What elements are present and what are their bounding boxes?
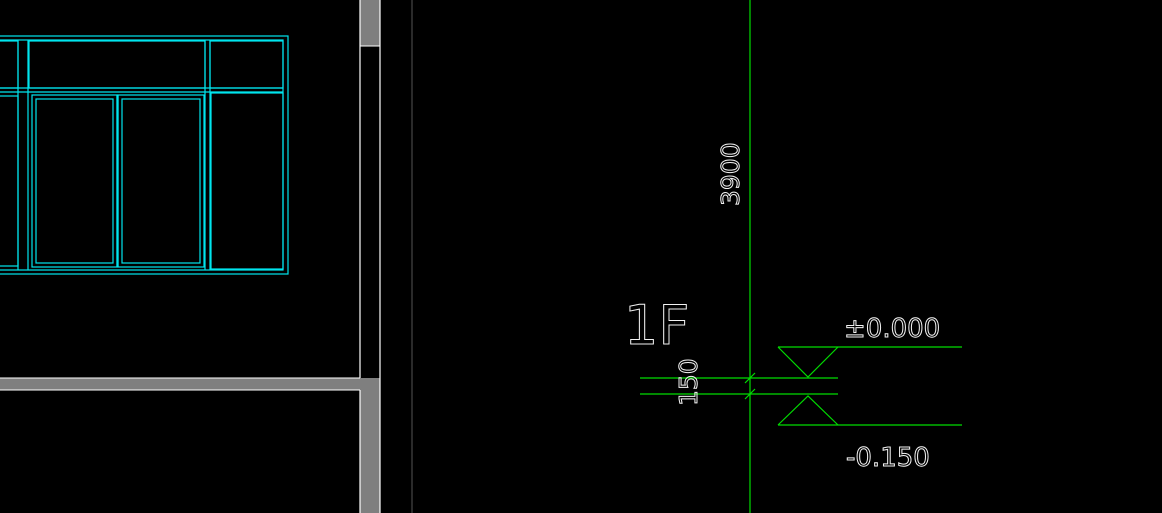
vertical-dimension-text[interactable]: 3900 bbox=[716, 142, 746, 207]
wall-section[interactable] bbox=[0, 0, 381, 513]
floor-label[interactable]: 1F bbox=[624, 294, 690, 358]
dimension-annotations[interactable] bbox=[640, 0, 962, 513]
window-elevation[interactable] bbox=[0, 35, 289, 275]
level-lower-text[interactable]: -0.150 bbox=[846, 443, 931, 474]
level-upper-text[interactable]: ±0.000 bbox=[844, 314, 941, 345]
slab-dimension-text[interactable]: 150 bbox=[674, 358, 704, 407]
